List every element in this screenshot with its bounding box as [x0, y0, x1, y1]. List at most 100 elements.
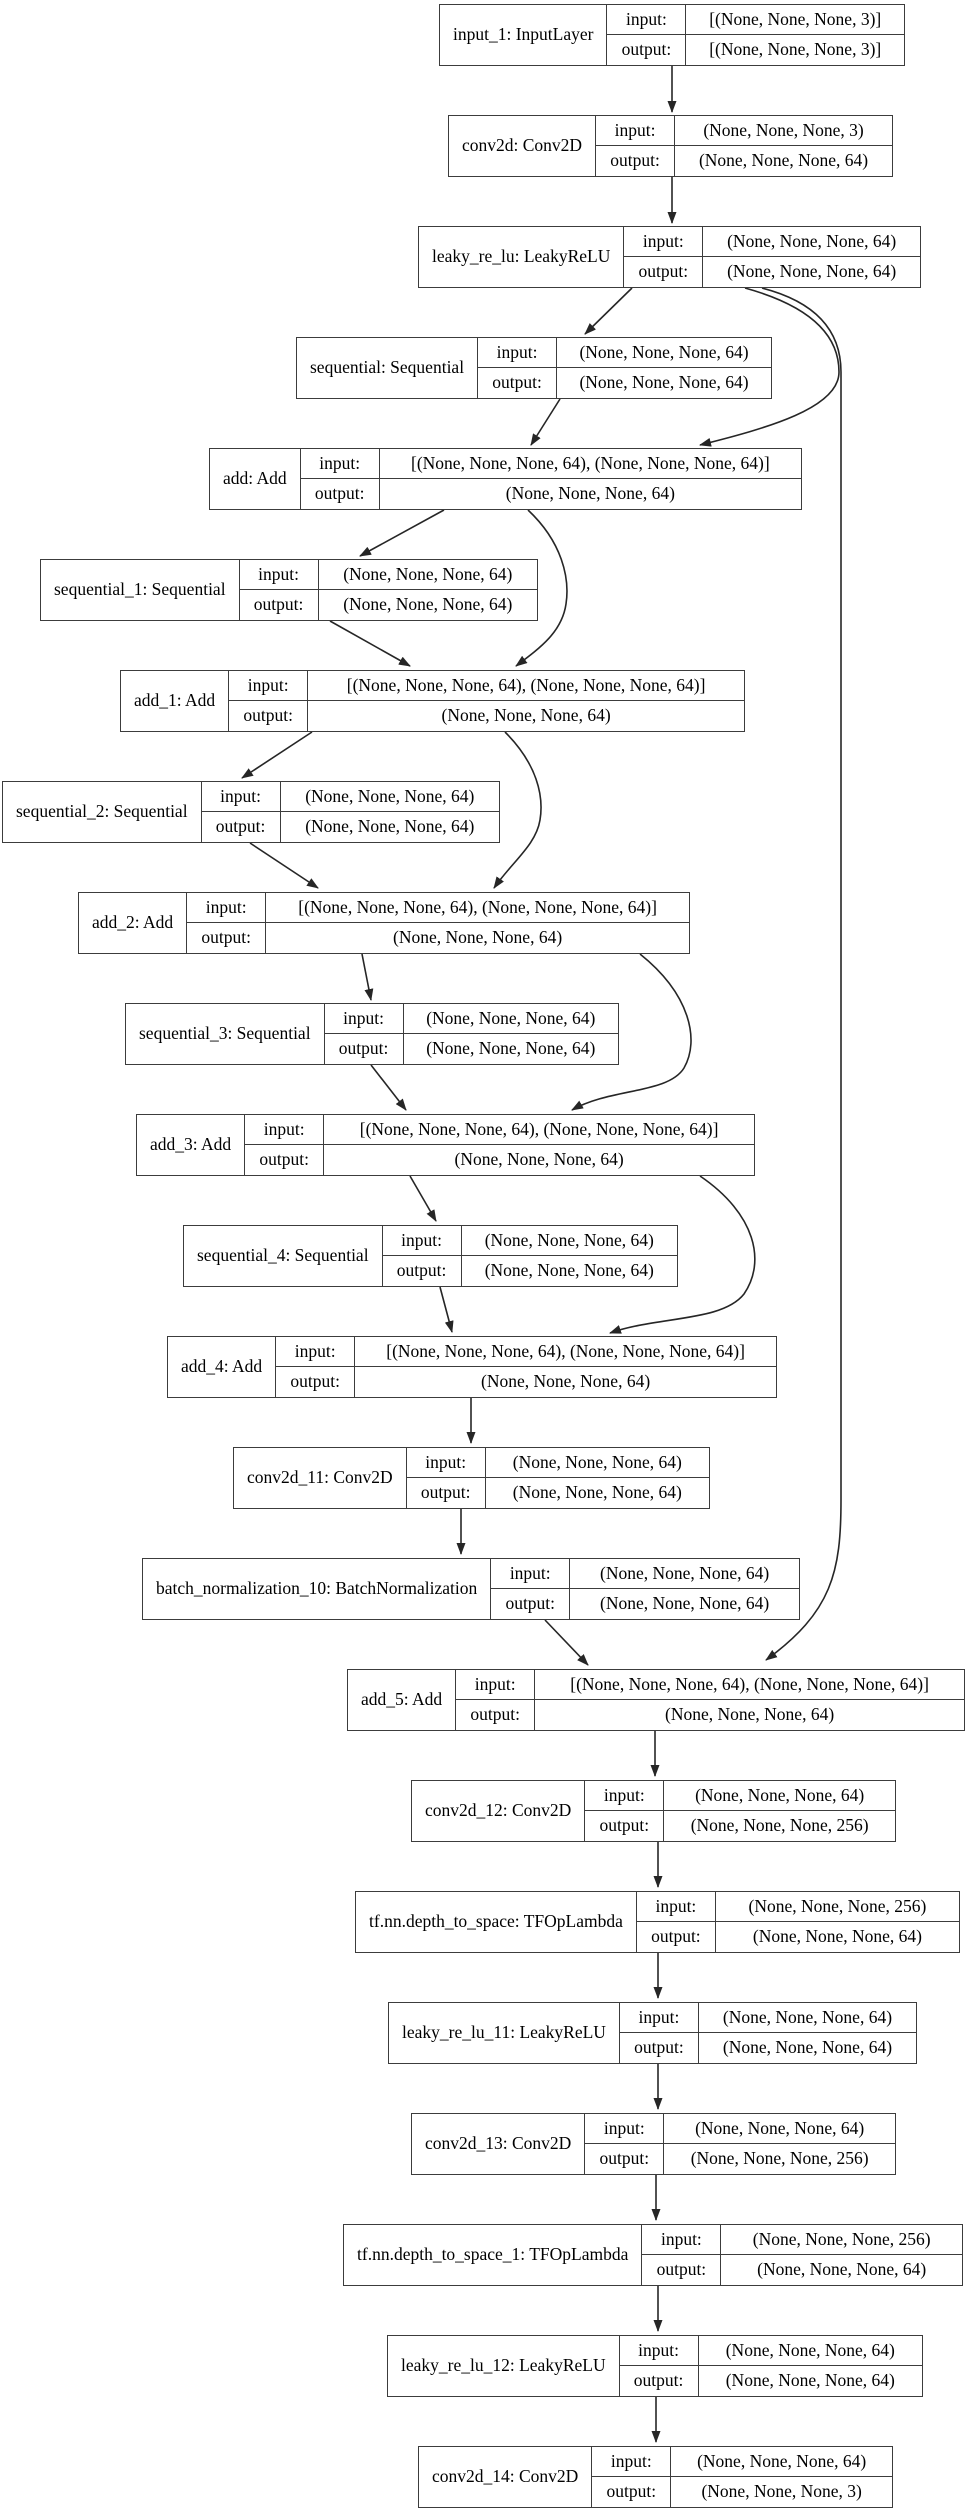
io-label-column: input:output:: [324, 1004, 404, 1064]
edge-sequential-to-add: [530, 398, 561, 446]
layer-name-label: input_1: InputLayer: [440, 5, 608, 65]
input-shape-value: [(None, None, None, 3)]: [686, 5, 904, 35]
input-shape-value: (None, None, None, 3): [675, 116, 892, 146]
layer-name-label: sequential_1: Sequential: [41, 560, 240, 620]
output-shape-value: (None, None, None, 64): [600, 1593, 770, 1614]
input-label: input:: [245, 1115, 324, 1145]
layer-name-label: add_3: Add: [137, 1115, 246, 1175]
output-shape-value: (None, None, None, 64): [757, 2259, 927, 2280]
output-label: output:: [314, 483, 365, 504]
input-shape-value: (None, None, None, 64): [664, 2114, 895, 2144]
output-shape-value: (None, None, None, 64): [481, 1371, 651, 1392]
input-label: input:: [642, 2225, 721, 2255]
edge-leaky_re_lu-to-sequential: [584, 287, 633, 335]
io-label-column: input:output:: [187, 893, 267, 953]
input-shape-value: (None, None, None, 64): [664, 1781, 895, 1811]
output-label: output:: [610, 150, 660, 171]
input-shape-value: (None, None, None, 64): [280, 782, 499, 812]
shape-column: [(None, None, None, 64), (None, None, No…: [355, 1337, 776, 1397]
output-label: output:: [638, 261, 689, 282]
input-shape-value: (None, None, None, 64): [671, 2447, 892, 2477]
io-label-column: input: output:: [300, 449, 380, 509]
output-label: output:: [243, 705, 293, 726]
input-shape-value: (None, None, None, 64): [485, 1448, 709, 1478]
shape-column: (None, None, None, 64)(None, None, None,…: [698, 2336, 922, 2396]
shape-column: (None, None, None, 64)(None, None, None,…: [461, 1226, 677, 1286]
output-shape-value: (None, None, None, 64): [512, 1482, 682, 1503]
input-label: input:: [624, 227, 703, 257]
edge-leaky_re_lu-to-add: [699, 287, 840, 447]
output-label: output:: [633, 2370, 684, 2391]
layer-name-label: sequential_4: Sequential: [184, 1226, 383, 1286]
edge-add_2-to-add_3: [571, 953, 692, 1111]
layer-name-label: leaky_re_lu_11: LeakyReLU: [389, 2003, 620, 2063]
input-shape-value: (None, None, None, 256): [721, 2225, 962, 2255]
edge-add_1-to-sequential_2: [241, 731, 313, 779]
output-shape-value: (None, None, None, 256): [690, 2148, 869, 2169]
input-shape-value: (None, None, None, 64): [698, 2336, 922, 2366]
edge-add-to-sequential_1: [359, 509, 445, 557]
output-shape-value: (None, None, None, 64): [343, 594, 513, 615]
output-shape-value: (None, None, None, 256): [690, 1815, 869, 1836]
input-label: input:: [636, 1892, 715, 1922]
layer-name-label: sequential_3: Sequential: [126, 1004, 325, 1064]
shape-column: [(None, None, None, 64), (None, None, No…: [308, 671, 744, 731]
io-label-column: input:output:: [619, 2336, 699, 2396]
edge-add_1-to-add_2: [493, 731, 542, 889]
layer-name-label: batch_normalization_10: BatchNormalizati…: [143, 1559, 492, 1619]
shape-column: (None, None, None, 64)(None, None, None,…: [318, 560, 537, 620]
input-shape-value: (None, None, None, 64): [557, 338, 771, 368]
output-shape-value: (None, None, None, 64): [727, 261, 897, 282]
io-label-column: input:output:: [239, 560, 319, 620]
layer-name-label: sequential_2: Sequential: [3, 782, 202, 842]
input-label: input:: [607, 5, 686, 35]
input-shape-value: [(None, None, None, 64), (None, None, No…: [308, 671, 744, 701]
io-label-column: input:output:: [592, 2447, 672, 2507]
output-label: output:: [338, 1038, 389, 1059]
shape-column: (None, None, None, 64) (None, None, None,…: [703, 227, 920, 287]
shape-column: (None, None, None, 64) (None, None, None,…: [485, 1448, 709, 1508]
output-label: output:: [420, 1482, 471, 1503]
output-shape-value: (None, None, None, 64): [505, 483, 675, 504]
output-label: output:: [656, 2259, 707, 2280]
edge-add_2-to-sequential_3: [361, 953, 374, 1001]
shape-column: (None, None, None, 256)(None, None, None…: [715, 1892, 959, 1952]
output-label: output:: [215, 816, 266, 837]
shape-column: (None, None, None, 64)(None, None, None,…: [280, 782, 499, 842]
output-shape-value: (None, None, None, 64): [426, 1038, 596, 1059]
io-label-column: input:output:: [406, 1448, 486, 1508]
shape-column: [(None, None, None, 64), (None, None, No…: [324, 1115, 754, 1175]
output-shape-value: (None, None, None, 64): [484, 1260, 654, 1281]
output-shape-value: (None, None, None, 3): [701, 2481, 862, 2502]
edge-add_3-to-add_4: [609, 1175, 756, 1334]
shape-column: [(None, None, None, 3)][(None, None, Non…: [686, 5, 904, 65]
io-label-column: input:output:: [636, 1892, 716, 1952]
output-label: output:: [201, 927, 251, 948]
layer-node-batch_normalization_10: batch_normalization_10: BatchNormalizati…: [142, 1558, 800, 1620]
edge-batch_normalization_10-to-add_5: [544, 1619, 589, 1666]
io-label-column: input:output:: [585, 1781, 665, 1841]
input-shape-value: (None, None, None, 64): [703, 227, 920, 257]
layer-name-label: conv2d_11: Conv2D: [234, 1448, 407, 1508]
layer-name-label: add_4: Add: [168, 1337, 277, 1397]
output-shape-value: (None, None, None, 64): [454, 1149, 624, 1170]
edge-sequential_3-to-add_3: [370, 1064, 407, 1111]
input-shape-value: [(None, None, None, 64), (None, None, No…: [266, 893, 689, 923]
shape-column: (None, None, None, 64)(None, None, None,…: [570, 1559, 799, 1619]
shape-column: [(None, None, None, 64), (None, None, No…: [379, 449, 801, 509]
io-label-column: input:output:: [607, 5, 687, 65]
input-label: input:: [300, 449, 379, 479]
